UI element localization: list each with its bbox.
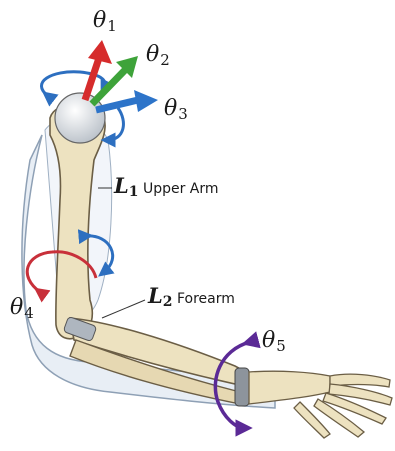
- forearm-leader-line: [102, 300, 145, 318]
- l1-symbol: L1: [114, 173, 139, 198]
- theta1-axis-arrowhead: [88, 40, 112, 64]
- forearm-name: Forearm: [177, 291, 235, 307]
- theta5-label: θ5: [262, 328, 286, 355]
- forearm-label: L2 Forearm: [148, 283, 235, 310]
- theta2-label: θ2: [146, 42, 170, 69]
- theta1-label: θ1: [93, 8, 117, 35]
- theta3-axis-arrow: [96, 100, 138, 110]
- upper-arm-name: Upper Arm: [143, 181, 219, 197]
- theta4-label: θ4: [10, 295, 34, 322]
- theta3-label: θ3: [164, 96, 188, 123]
- upper-arm-label: L1 Upper Arm: [114, 173, 219, 200]
- theta3-axis-arrowhead: [134, 90, 158, 112]
- theta3-rotation-arrow: [108, 108, 123, 140]
- wrist-joint: [235, 368, 249, 406]
- l2-symbol: L2: [148, 283, 173, 308]
